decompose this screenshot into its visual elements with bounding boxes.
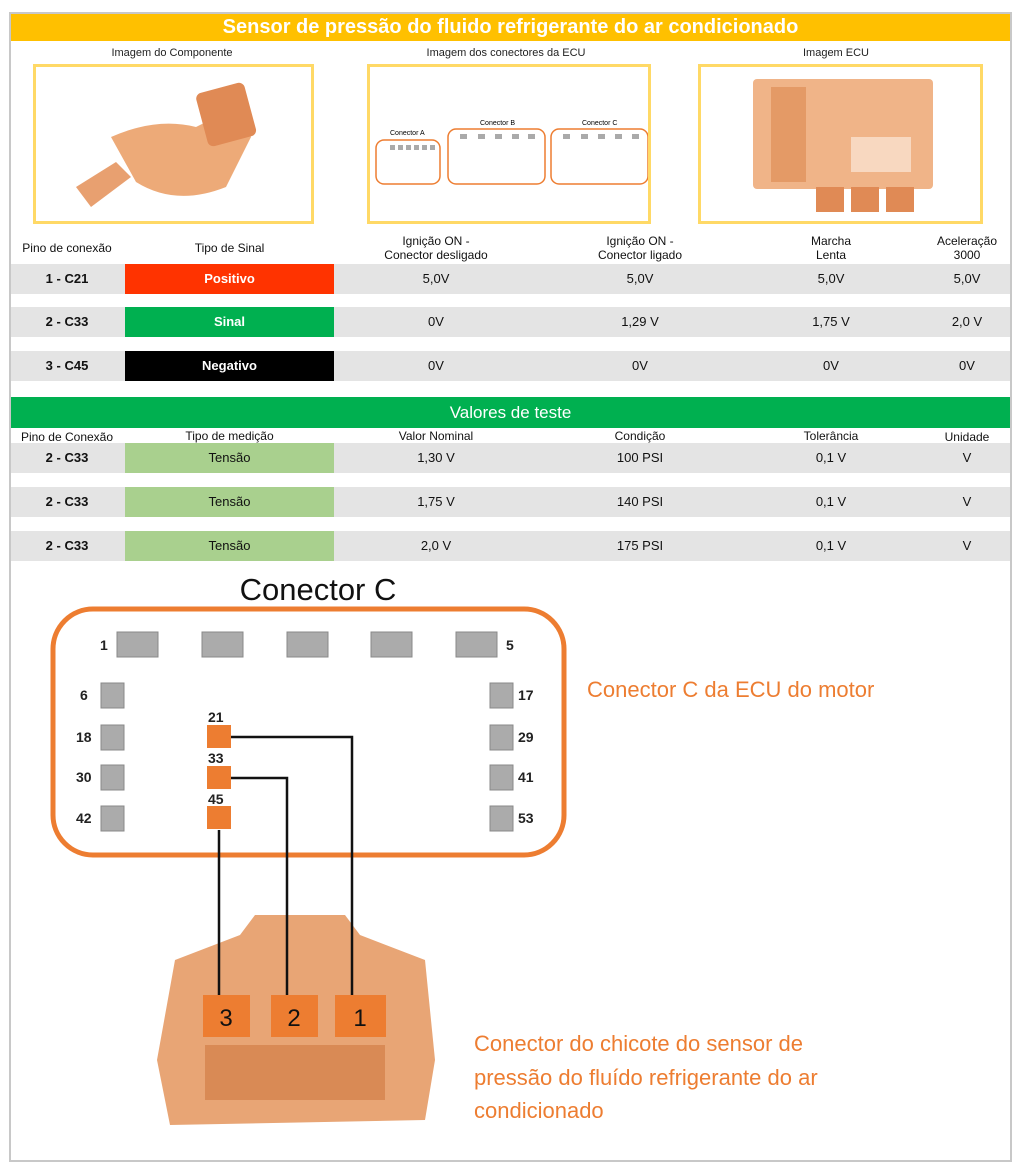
test-values-title: Valores de teste [11,397,1010,428]
measure-type: Tensão [125,531,334,561]
col-header-tolerance: Tolerância [803,429,859,443]
connectors-image: Conector A Conector B Conector C [367,64,651,224]
page-title: Sensor de pressão do fluido refrigerante… [11,14,1010,41]
svg-text:6: 6 [80,687,88,703]
unit: V [962,450,972,465]
svg-text:5: 5 [506,637,514,653]
component-image [33,64,314,224]
signal-type: Negativo [125,351,334,381]
unit: V [962,494,972,509]
measure-type: Tensão [125,487,334,517]
pressure-sensor-picture [76,82,257,207]
component-image-label: Imagem do Componente [111,47,233,59]
value: 5,0V [953,271,981,286]
nominal: 1,75 V [417,494,455,509]
connectors-image-label: Imagem dos conectores da ECU [426,47,586,59]
test-row: 2 - C33 Tensão 2,0 V 175 PSI 0,1 V V [11,531,1010,561]
harness-label: Conector do chicote do sensor de pressão… [474,1031,818,1123]
svg-text:45: 45 [208,791,224,807]
ecu-image [698,64,983,224]
ecu-connector-outline [50,606,567,858]
value: 1,75 V [812,314,850,329]
svg-text:Conector do chicote do sensor: Conector do chicote do sensor de [474,1031,803,1056]
svg-text:21: 21 [208,709,224,725]
pin: 2 - C33 [45,450,89,465]
value: 0V [959,358,975,373]
svg-text:condicionado: condicionado [474,1098,604,1123]
pin: 2 - C33 [45,538,89,553]
col-header-unit: Unidade [944,430,990,444]
measure-type: Tensão [125,443,334,473]
svg-text:18: 18 [76,729,92,745]
col-header-pin: Pino de Conexão [20,430,114,444]
nominal: 2,0 V [420,538,452,553]
svg-text:pressão do fluído refrigerante: pressão do fluído refrigerante do ar [474,1065,818,1090]
pin: 3 - C45 [45,358,89,373]
svg-text:Conector A: Conector A [390,130,425,137]
svg-text:1: 1 [100,637,108,653]
svg-text:1: 1 [353,1005,366,1032]
nominal: 1,30 V [417,450,455,465]
col-header-pin: Pino de conexão [22,241,112,255]
condition: 140 PSI [616,494,664,509]
value: 0V [823,358,839,373]
svg-text:3: 3 [219,1005,232,1032]
col-header-measure-type: Tipo de medição [185,429,274,443]
svg-text:29: 29 [518,729,534,745]
signal-row: 2 - C33 Sinal 0V 1,29 V 1,75 V 2,0 V [11,307,1010,337]
svg-text:33: 33 [208,750,224,766]
col-header-nominal: Valor Nominal [398,429,474,443]
condition: 175 PSI [616,538,664,553]
test-row: 2 - C33 Tensão 1,30 V 100 PSI 0,1 V V [11,443,1010,473]
col-header-idle: Marcha Lenta [810,234,851,262]
value: 2,0 V [951,314,983,329]
value: 5,0V [422,271,450,286]
signal-type: Sinal [125,307,334,337]
frame [9,12,1012,1162]
ecu-image-label: Imagem ECU [802,47,870,59]
value: 5,0V [817,271,845,286]
svg-text:17: 17 [518,687,534,703]
tolerance: 0,1 V [815,538,847,553]
ecu-connectors-picture: Conector A Conector B Conector C [375,120,649,185]
signal-row: 3 - C45 Negativo 0V 0V 0V 0V [11,351,1010,381]
col-header-ign-on-connected: Ignição ON - Conector ligado [597,234,683,262]
svg-text:41: 41 [518,769,534,785]
ecu-picture [753,79,933,212]
col-header-signal-type: Tipo de Sinal [194,241,265,255]
signal-type: Positivo [125,264,334,294]
test-row: 2 - C33 Tensão 1,75 V 140 PSI 0,1 V V [11,487,1010,517]
value: 0V [632,358,648,373]
svg-text:42: 42 [76,810,92,826]
svg-text:30: 30 [76,769,92,785]
svg-text:Conector B: Conector B [480,120,515,127]
unit: V [962,538,972,553]
tolerance: 0,1 V [815,450,847,465]
value: 0V [428,314,444,329]
diagram-title: Conector C [240,572,397,607]
condition: 100 PSI [616,450,664,465]
signal-row: 1 - C21 Positivo 5,0V 5,0V 5,0V 5,0V [11,264,1010,294]
svg-text:2: 2 [287,1005,300,1032]
col-header-ign-on-disconnected: Ignição ON - Conector desligado [384,234,488,262]
svg-text:53: 53 [518,810,534,826]
tolerance: 0,1 V [815,494,847,509]
ecu-connector-label: Conector C da ECU do motor [587,677,874,702]
pin: 2 - C33 [45,494,89,509]
pin: 2 - C33 [45,314,89,329]
value: 0V [428,358,444,373]
svg-text:Conector C: Conector C [582,120,617,127]
value: 1,29 V [621,314,659,329]
col-header-accel: Aceleração 3000 [936,234,998,262]
value: 5,0V [626,271,654,286]
col-header-condition: Condição [614,429,666,443]
pin: 1 - C21 [45,271,89,286]
